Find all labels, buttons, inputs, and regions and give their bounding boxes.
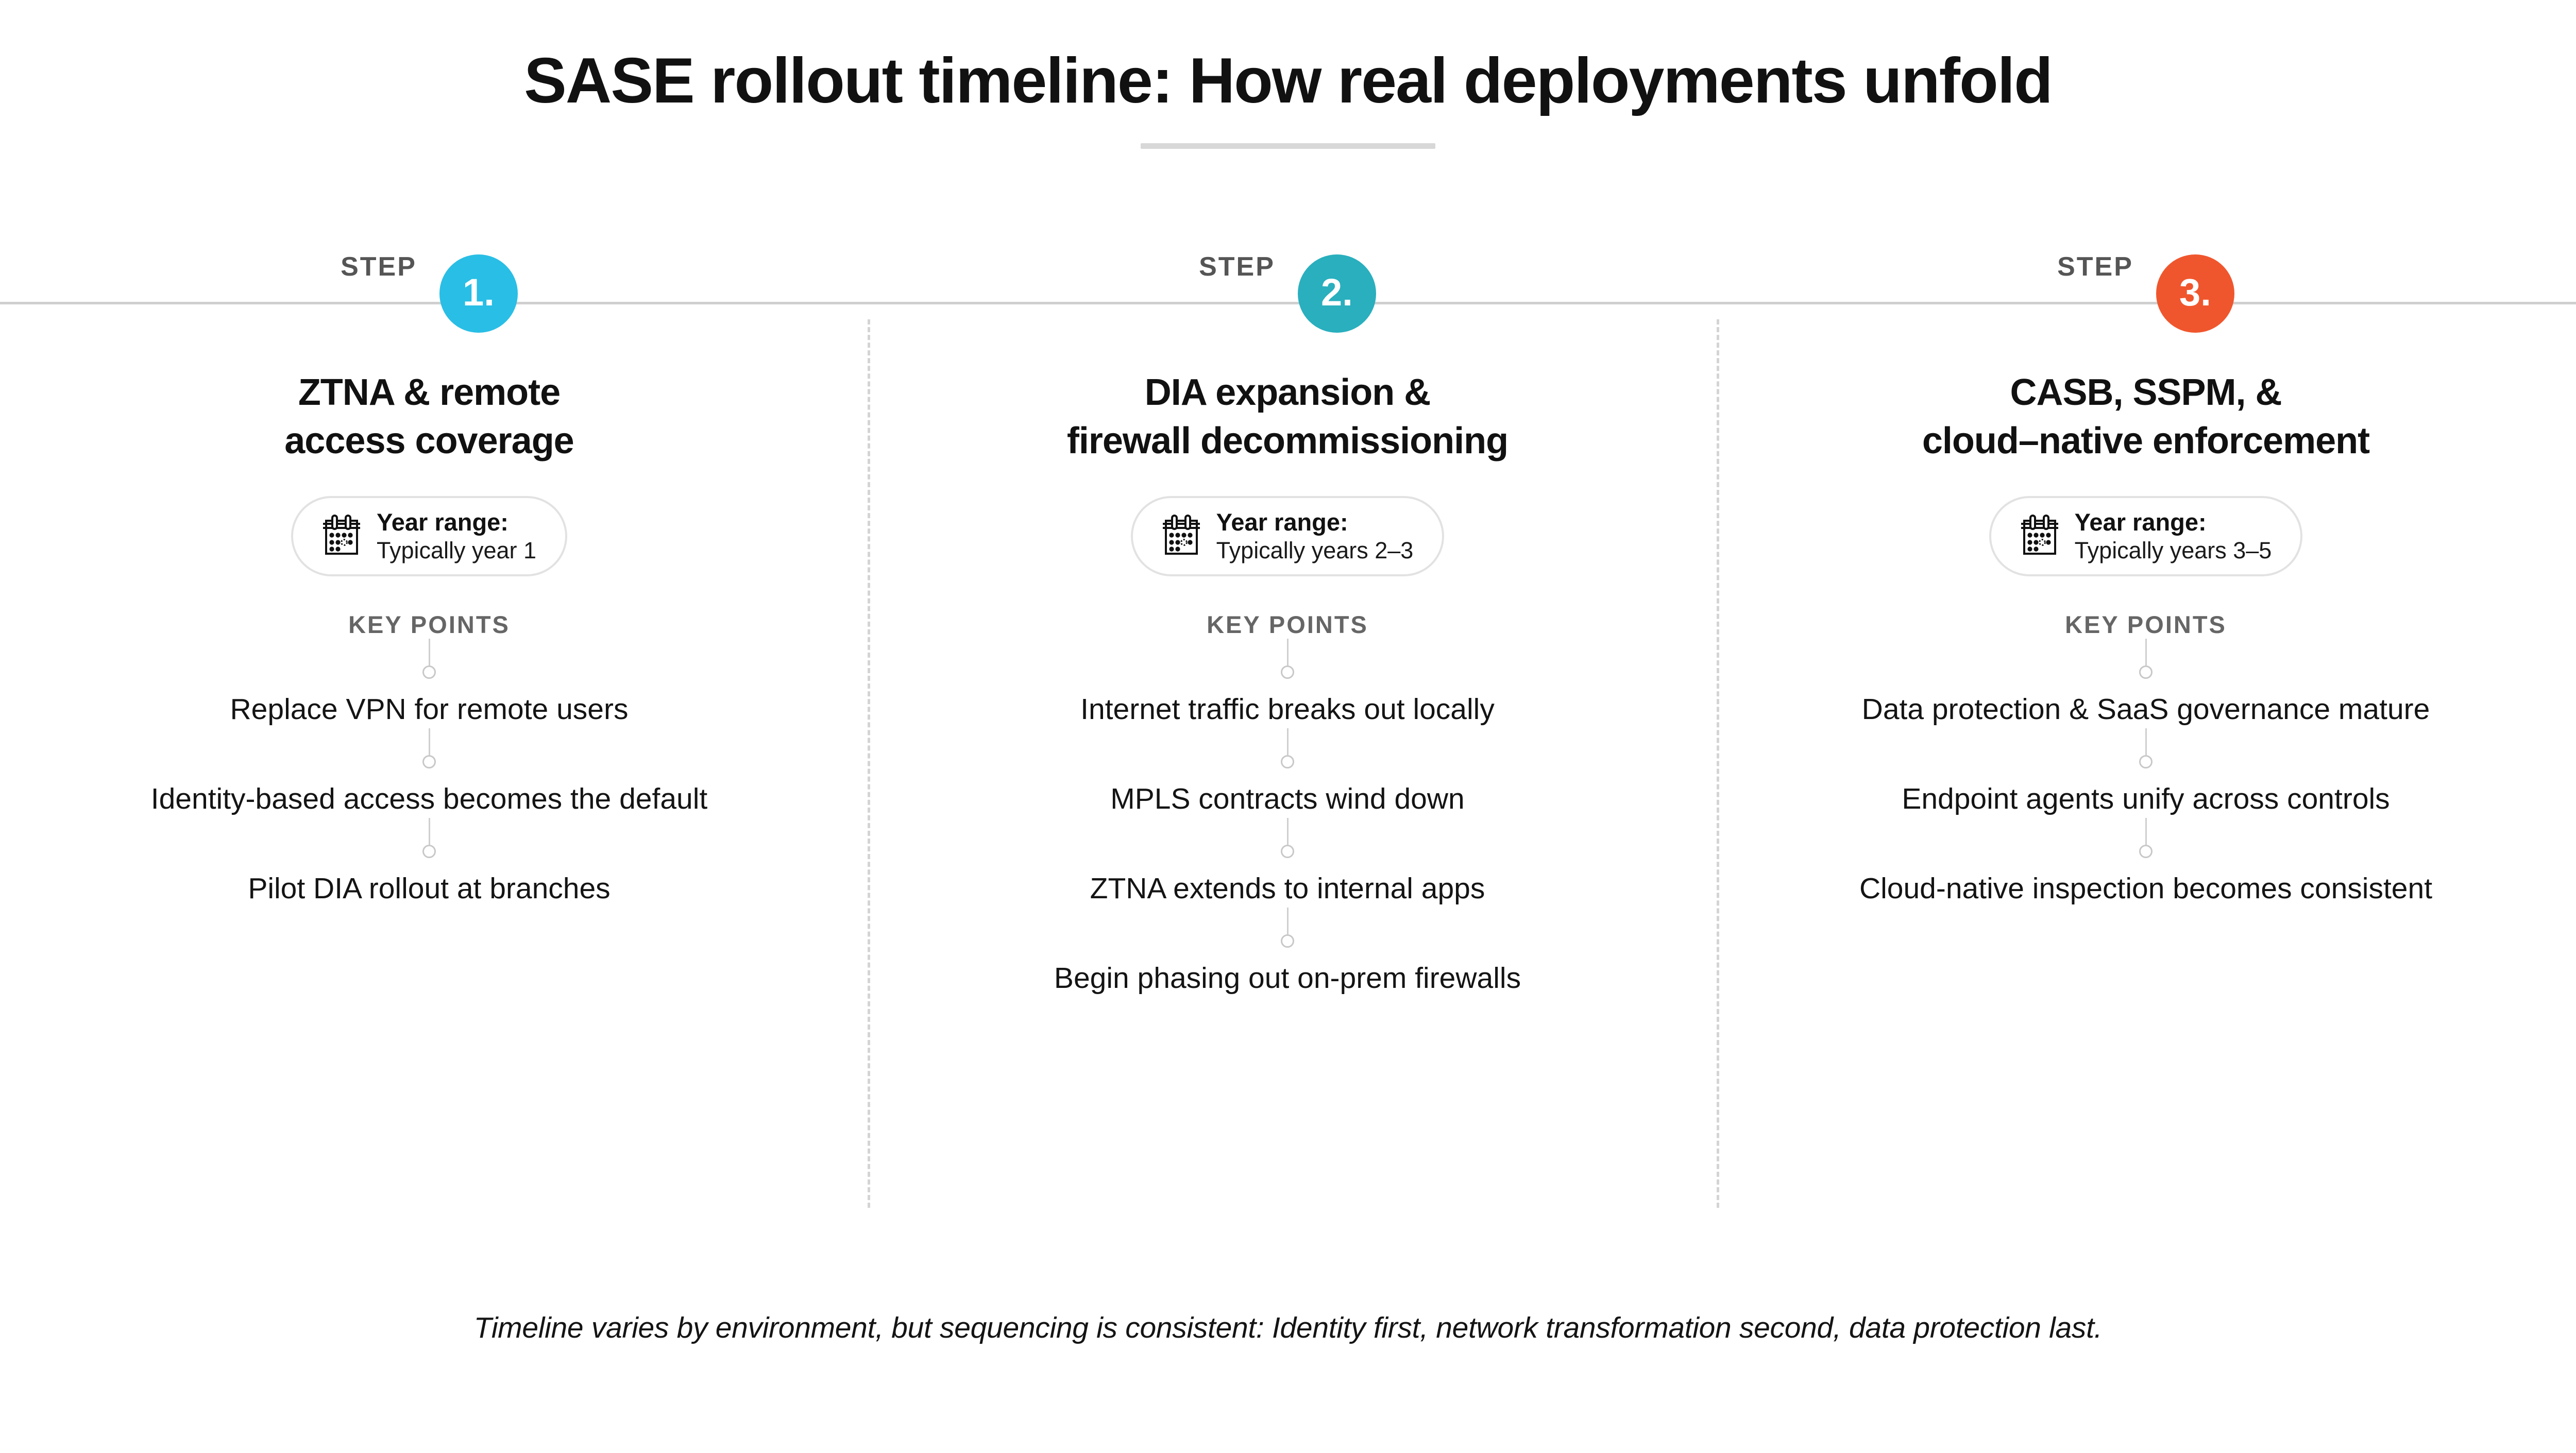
timeline-horizontal-rule (0, 302, 2576, 304)
list-item: Data protection & SaaS governance mature (1861, 693, 2430, 726)
connector (1277, 728, 1298, 769)
step-title-line-2: cloud–native enforcement (1922, 420, 2370, 461)
step-column-1: STEP 1. ZTNA & remote access coverage (0, 0, 858, 998)
steps-container: STEP 1. ZTNA & remote access coverage (0, 0, 2575, 998)
year-range-value-3: Typically years 3–5 (2074, 537, 2272, 564)
connector (1277, 818, 1298, 859)
column-divider-2 (1717, 319, 1719, 1208)
year-range-label-3: Year range: (2074, 508, 2207, 536)
connector-node-icon (2139, 845, 2153, 859)
connector-node-icon (2139, 755, 2153, 769)
connector-node-icon (422, 845, 436, 859)
connector (419, 818, 439, 859)
step-label-1: STEP (341, 252, 417, 282)
list-item: MPLS contracts wind down (1110, 782, 1465, 816)
connector (2136, 639, 2156, 679)
step-title-1: ZTNA & remote access coverage (284, 369, 574, 465)
list-item: Pilot DIA rollout at branches (248, 872, 611, 905)
connector (1277, 639, 1298, 679)
connector (419, 639, 439, 679)
step-label-3: STEP (2057, 252, 2133, 282)
list-item: Endpoint agents unify across controls (1902, 782, 2390, 816)
title-accent-bar (1141, 143, 1435, 149)
step-title-2: DIA expansion & firewall decommissioning (1066, 369, 1509, 465)
connector (1277, 908, 1298, 948)
step-title-line-1: DIA expansion & (1144, 372, 1431, 413)
list-item: Internet traffic breaks out locally (1080, 693, 1495, 726)
step-header-2: STEP 2. (858, 242, 1717, 345)
key-points-label-1: KEY POINTS (348, 611, 510, 639)
step-header-1: STEP 1. (0, 242, 858, 345)
connector-node-icon (422, 665, 436, 679)
connector-node-icon (1281, 934, 1294, 948)
step-header-3: STEP 3. (1717, 242, 2575, 345)
connector-node-icon (1281, 845, 1294, 859)
connector (419, 728, 439, 769)
year-range-label-2: Year range: (1216, 508, 1348, 536)
step-number-badge-2: 2. (1297, 254, 1376, 333)
year-range-pill-3: Year range: Typically years 3–5 (1989, 496, 2303, 577)
connector-node-icon (1281, 665, 1294, 679)
step-column-2: STEP 2. DIA expansion & firewall decommi… (858, 0, 1717, 998)
year-range-value-2: Typically years 2–3 (1216, 537, 1414, 564)
header: SASE rollout timeline: How real deployme… (0, 0, 2576, 149)
list-item: Cloud-native inspection becomes consiste… (1859, 872, 2433, 905)
step-number-badge-3: 3. (2156, 254, 2234, 333)
connector (2136, 818, 2156, 859)
key-points-list-3: Data protection & SaaS governance mature… (1717, 639, 2575, 908)
connector-node-icon (1281, 755, 1294, 769)
calendar-icon (322, 514, 361, 559)
calendar-icon (2020, 514, 2059, 559)
step-column-3: STEP 3. CASB, SSPM, & cloud–native enfor… (1717, 0, 2575, 998)
column-divider-1 (868, 319, 870, 1208)
connector (2136, 728, 2156, 769)
step-title-line-2: access coverage (284, 420, 574, 461)
year-range-pill-2: Year range: Typically years 2–3 (1130, 496, 1445, 577)
key-points-list-2: Internet traffic breaks out locally MPLS… (858, 639, 1717, 997)
year-range-value-1: Typically year 1 (376, 537, 537, 564)
list-item: ZTNA extends to internal apps (1090, 872, 1485, 905)
step-title-3: CASB, SSPM, & cloud–native enforcement (1922, 369, 2370, 465)
page-title: SASE rollout timeline: How real deployme… (524, 45, 2053, 116)
connector-node-icon (2139, 665, 2153, 679)
step-title-line-2: firewall decommissioning (1066, 420, 1509, 461)
list-item: Begin phasing out on-prem firewalls (1054, 962, 1521, 995)
step-title-line-1: CASB, SSPM, & (2010, 372, 2282, 413)
connector-node-icon (422, 755, 436, 769)
list-item: Identity-based access becomes the defaul… (150, 782, 708, 816)
key-points-list-1: Replace VPN for remote users Identity-ba… (0, 639, 858, 908)
year-range-pill-1: Year range: Typically year 1 (291, 496, 568, 577)
calendar-icon (1162, 514, 1201, 559)
list-item: Replace VPN for remote users (230, 693, 629, 726)
key-points-label-3: KEY POINTS (2065, 611, 2227, 639)
step-number-badge-1: 1. (439, 254, 518, 333)
step-label-2: STEP (1199, 252, 1275, 282)
step-title-line-1: ZTNA & remote (298, 372, 561, 413)
year-range-label-1: Year range: (376, 508, 509, 536)
footer-note: Timeline varies by environment, but sequ… (473, 1311, 2103, 1344)
key-points-label-2: KEY POINTS (1207, 611, 1368, 639)
